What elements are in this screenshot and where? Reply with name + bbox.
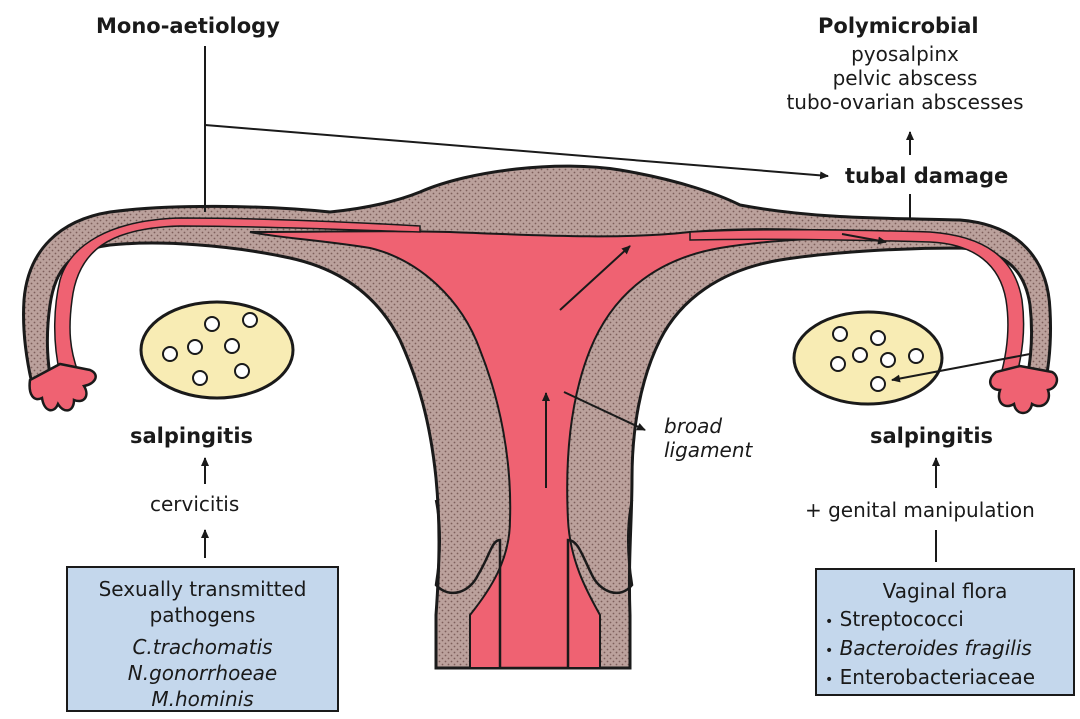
flora-item-1-text: Streptococci (840, 607, 964, 631)
outcome-tubo-ovarian-abscesses: tubo-ovarian abscesses (765, 90, 1045, 114)
polymicrobial-heading: Polymicrobial (818, 14, 979, 38)
flora-item-3-text: Enterobacteriaceae (840, 665, 1035, 689)
vaginal-flora-box: Vaginal flora • Streptococci • Bacteroid… (815, 568, 1075, 696)
flora-item-3: • Enterobacteriaceae (825, 664, 1073, 693)
sexually-transmitted-pathogens-box: Sexually transmitted pathogens C.trachom… (66, 566, 339, 712)
mono-aetiology-heading: Mono-aetiology (96, 14, 280, 38)
flora-item-1: • Streptococci (825, 606, 1073, 635)
outcome-pyosalpinx: pyosalpinx (780, 42, 1030, 66)
bullet-icon: • (825, 672, 833, 688)
left-salpingitis-label: salpingitis (130, 424, 253, 448)
stp-organism-2: N.gonorrhoeae (68, 660, 337, 686)
bullet-icon: • (825, 643, 833, 659)
stp-organism-1: C.trachomatis (68, 634, 337, 660)
stp-organism-3: M.hominis (68, 686, 337, 712)
flora-item-2: • Bacteroides fragilis (825, 635, 1073, 664)
bullet-icon: • (825, 614, 833, 630)
genital-manipulation-label: + genital manipulation (805, 498, 1035, 522)
cervicitis-label: cervicitis (150, 492, 239, 516)
right-fimbriae (990, 366, 1057, 413)
stp-title-line2: pathogens (68, 602, 337, 628)
outcome-pelvic-abscess: pelvic abscess (780, 66, 1030, 90)
stp-title-line1: Sexually transmitted (68, 576, 337, 602)
broad-ligament-label-line1: broad (664, 414, 722, 438)
broad-ligament-label-line2: ligament (664, 438, 752, 462)
right-salpingitis-label: salpingitis (870, 424, 993, 448)
tubal-damage-label: tubal damage (845, 164, 1008, 188)
flora-item-2-text: Bacteroides fragilis (840, 636, 1032, 660)
vaginal-flora-title: Vaginal flora (825, 578, 1065, 604)
